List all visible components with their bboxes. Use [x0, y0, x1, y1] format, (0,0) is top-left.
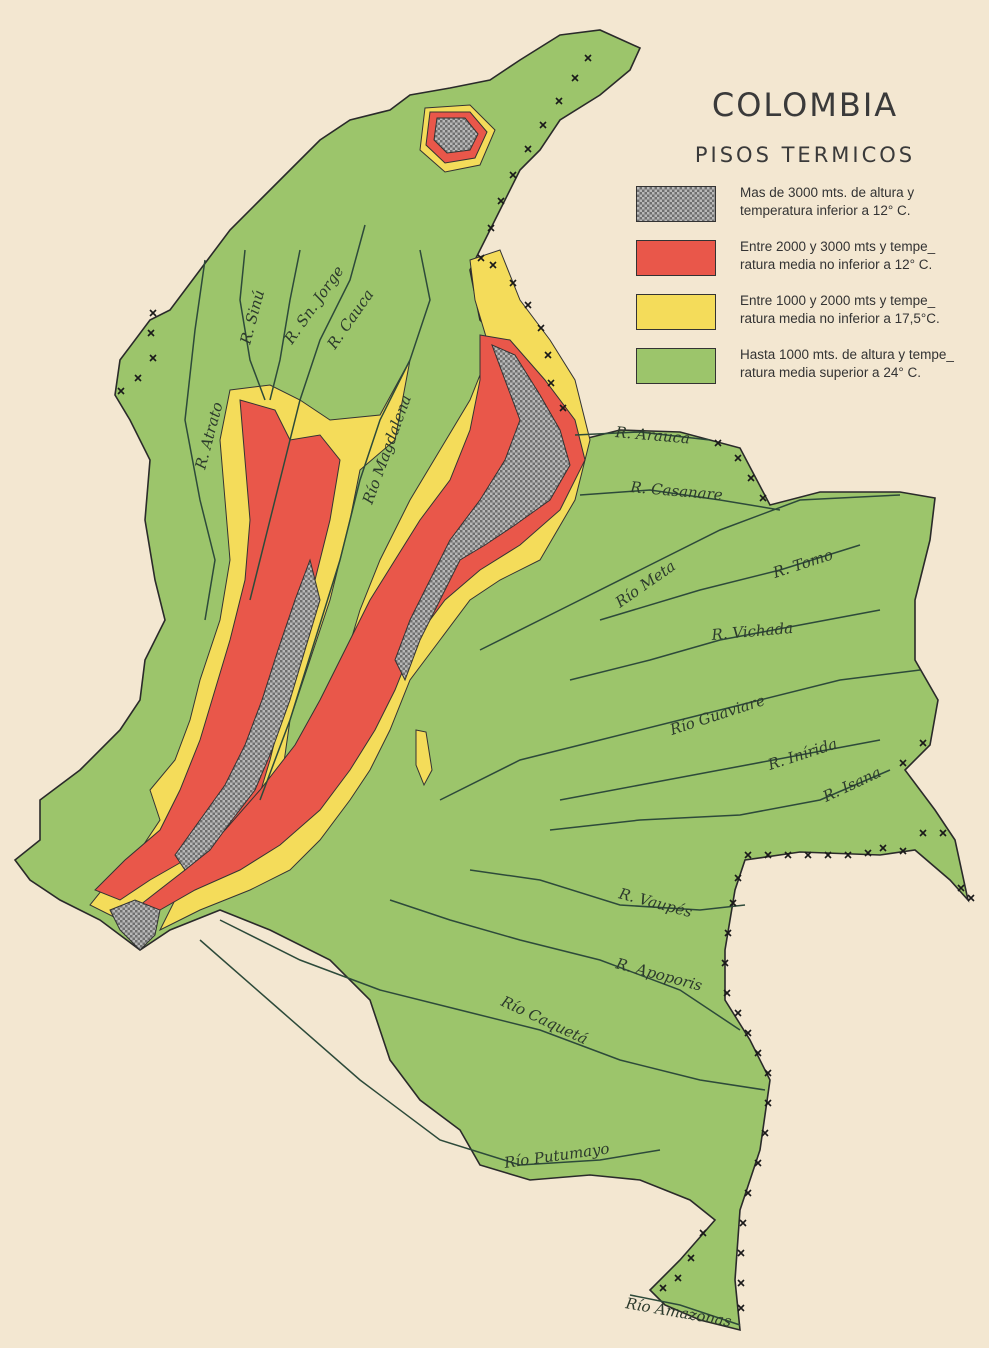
- river-amazonas: [629, 1294, 741, 1326]
- legend-line: ratura media no inferior a 17,5°C.: [740, 311, 940, 326]
- river-tomo: [599, 544, 861, 621]
- river-magdalena: [259, 249, 431, 801]
- zone-paramo-east: [394, 344, 571, 682]
- legend-row-frio: Entre 2000 y 3000 mts y tempe_ ratura me…: [636, 238, 986, 292]
- legend-swatch-templado: [636, 294, 716, 330]
- legend-text-calido: Hasta 1000 mts. de altura y tempe_ ratur…: [740, 346, 986, 382]
- river-san-jorge: [269, 249, 301, 401]
- river-vichada: [569, 609, 881, 681]
- river-meta: [479, 494, 901, 651]
- zone-paramo-sw: [109, 899, 161, 951]
- legend-line: Mas de 3000 mts. de altura y: [740, 185, 915, 200]
- zone-paramo-santamarta: [433, 117, 479, 154]
- legend-row-paramo: Mas de 3000 mts. de altura y temperatura…: [636, 184, 986, 238]
- map-title: COLOMBIA: [711, 86, 899, 124]
- legend-text-paramo: Mas de 3000 mts. de altura y temperatura…: [740, 184, 986, 220]
- legend-line: Entre 2000 y 3000 mts y tempe_: [740, 239, 936, 254]
- river-guaviare: [439, 669, 921, 801]
- legend-line: temperatura inferior a 12° C.: [740, 203, 911, 218]
- river-inirida: [559, 739, 881, 801]
- legend-line: ratura media no inferior a 12° C.: [740, 257, 933, 272]
- zone-frio-west: [94, 399, 341, 901]
- legend-swatch-paramo: [636, 186, 716, 222]
- map-subtitle: PISOS TERMICOS: [694, 143, 916, 167]
- rivers: [184, 224, 921, 1326]
- river-atrato: [184, 259, 216, 621]
- river-isana: [549, 769, 891, 831]
- zone-frio-east: [128, 334, 586, 937]
- river-cauca: [249, 224, 366, 601]
- river-caqueta: [219, 919, 766, 1091]
- legend-text-frio: Entre 2000 y 3000 mts y tempe_ ratura me…: [740, 238, 986, 274]
- legend-row-templado: Entre 1000 y 2000 mts y tempe_ ratura me…: [636, 292, 986, 346]
- river-apoporis: [389, 899, 741, 1031]
- border-crosses: [117, 54, 975, 1312]
- legend-row-calido: Hasta 1000 mts. de altura y tempe_ ratur…: [636, 346, 986, 400]
- legend-swatch-frio: [636, 240, 716, 276]
- legend-line: ratura media superior a 24° C.: [740, 365, 921, 380]
- river-vaupes: [469, 869, 746, 911]
- river-casanare: [579, 489, 781, 511]
- legend: Mas de 3000 mts. de altura y temperatura…: [636, 184, 986, 400]
- legend-text-templado: Entre 1000 y 2000 mts y tempe_ ratura me…: [740, 292, 986, 328]
- river-sinu: [239, 249, 266, 401]
- zone-templado-island: [415, 729, 433, 787]
- zone-paramo-west: [174, 558, 321, 871]
- river-putumayo: [199, 939, 661, 1166]
- legend-swatch-calido: [636, 348, 716, 384]
- legend-line: Hasta 1000 mts. de altura y tempe_: [740, 347, 954, 362]
- legend-line: Entre 1000 y 2000 mts y tempe_: [740, 293, 936, 308]
- river-arauca: [574, 431, 711, 441]
